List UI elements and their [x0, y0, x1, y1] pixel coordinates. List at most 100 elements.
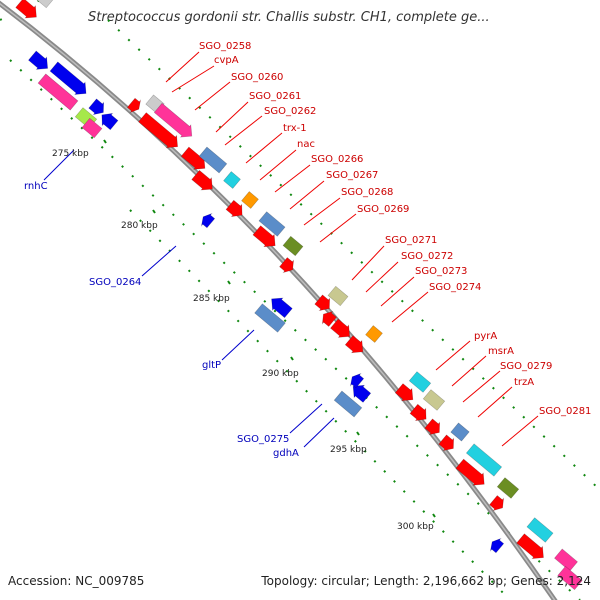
gene-label-sgo-0261[interactable]: SGO_0261 [249, 91, 301, 102]
gene-arrow[interactable] [282, 235, 304, 257]
gene-arrow[interactable] [313, 293, 334, 314]
leader-sgo-0269 [319, 213, 357, 243]
gene-arrow[interactable] [126, 97, 144, 116]
gene-label-sgo-0269[interactable]: SGO_0269 [357, 204, 409, 215]
gene-label-sgo-0273[interactable]: SGO_0273 [415, 266, 467, 277]
gene-arrow[interactable] [258, 211, 286, 237]
scale-tick-label: 295 kbp [330, 445, 367, 455]
gene-arrow[interactable] [422, 389, 446, 411]
gene-arrow[interactable] [241, 191, 259, 209]
gene-arrow[interactable] [137, 111, 183, 153]
gene-arrow[interactable] [365, 325, 383, 343]
scale-tick-label: 290 kbp [262, 369, 299, 379]
gene-arrow[interactable] [333, 390, 363, 418]
accession-text: Accession: NC_009785 [8, 574, 145, 588]
gene-arrow[interactable] [49, 60, 91, 99]
gene-arrow[interactable] [190, 169, 217, 195]
gene-arrow[interactable] [450, 422, 470, 442]
gene-arrow[interactable] [347, 371, 365, 390]
gene-arrow[interactable] [327, 285, 349, 307]
gene-arrow[interactable] [266, 293, 293, 319]
gene-arrow[interactable] [554, 548, 578, 572]
gene-arrow[interactable] [437, 433, 458, 454]
forward-labels [165, 51, 539, 447]
leader-sgo-0273 [380, 276, 415, 307]
scale-tick-mark [432, 513, 436, 518]
leader-rnhc [43, 149, 75, 181]
gene-label-msra[interactable]: msrA [488, 346, 514, 357]
leader-gdha [303, 417, 335, 448]
gene-label-sgo-0258[interactable]: SGO_0258 [199, 41, 251, 52]
gene-arrow[interactable] [496, 477, 520, 499]
gene-arrow[interactable] [423, 417, 444, 438]
gene-arrow[interactable] [254, 303, 286, 333]
gene-label-rnhc[interactable]: rnhC [24, 181, 48, 192]
gene-label-sgo-0262[interactable]: SGO_0262 [264, 106, 316, 117]
gene-arrow[interactable] [344, 334, 368, 358]
gene-label-nac[interactable]: nac [297, 139, 315, 150]
gene-arrow[interactable] [252, 224, 281, 252]
gene-arrow[interactable] [37, 73, 79, 111]
gene-arrow[interactable] [526, 517, 554, 543]
gene-arrow[interactable] [515, 532, 548, 564]
leader-sgo-0258 [165, 51, 200, 83]
gene-label-sgo-0264[interactable]: SGO_0264 [89, 277, 141, 288]
gene-label-gdha[interactable]: gdhA [273, 448, 299, 459]
leader-sgo-0260 [194, 81, 231, 111]
leader-trx-1 [245, 132, 283, 164]
gene-arrow[interactable] [394, 382, 418, 406]
gene-arrow[interactable] [153, 102, 197, 143]
gene-arrow[interactable] [27, 49, 53, 74]
gene-arrow[interactable] [278, 256, 297, 276]
gene-arrow[interactable] [97, 109, 120, 132]
gene-arrow[interactable] [198, 146, 228, 174]
leader-sgo-0264 [141, 245, 177, 277]
gene-arrow[interactable] [318, 308, 337, 328]
gene-arrow[interactable] [487, 536, 505, 555]
gene-label-sgo-0274[interactable]: SGO_0274 [429, 282, 481, 293]
gene-arrow[interactable] [33, 0, 55, 9]
leader-sgo-0275 [289, 403, 323, 434]
gene-arrow[interactable] [408, 371, 432, 393]
leader-nac [259, 149, 297, 181]
gene-label-sgo-0271[interactable]: SGO_0271 [385, 235, 437, 246]
gene-arrow[interactable] [198, 211, 216, 230]
scale-tick-mark [356, 431, 360, 436]
gene-arrow[interactable] [14, 0, 41, 23]
gene-label-sgo-0266[interactable]: SGO_0266 [311, 154, 363, 165]
gene-arrow[interactable] [329, 317, 355, 342]
reverse-labels [43, 149, 335, 448]
gene-arrow[interactable] [225, 199, 248, 222]
gene-arrow[interactable] [87, 97, 108, 118]
gene-arrow[interactable] [409, 403, 432, 426]
gene-arrow[interactable] [348, 380, 372, 404]
gene-arrow[interactable] [488, 494, 507, 514]
leader-pyra [435, 340, 471, 371]
gene-arrow[interactable] [557, 565, 583, 591]
gene-label-sgo-0275[interactable]: SGO_0275 [237, 434, 289, 445]
gene-label-gltp[interactable]: gltP [202, 360, 221, 371]
gene-label-pyra[interactable]: pyrA [474, 331, 497, 342]
gene-arrow[interactable] [223, 171, 241, 189]
gene-label-trx-1[interactable]: trx-1 [283, 123, 307, 134]
gene-arrow[interactable] [465, 443, 503, 477]
gene-label-sgo-0268[interactable]: SGO_0268 [341, 187, 393, 198]
gene-arrow[interactable] [455, 458, 490, 491]
leader-trza [477, 386, 513, 418]
gene-label-sgo-0260[interactable]: SGO_0260 [231, 72, 283, 83]
scale-tick-label: 285 kbp [193, 294, 230, 304]
guide-dot-line [107, 19, 600, 491]
leader-sgo-0279 [462, 370, 501, 403]
gene-label-sgo-0279[interactable]: SGO_0279 [500, 361, 552, 372]
gene-label-sgo-0272[interactable]: SGO_0272 [401, 251, 453, 262]
gene-label-sgo-0267[interactable]: SGO_0267 [326, 170, 378, 181]
scale-tick-label: 275 kbp [52, 149, 89, 159]
gene-arrow[interactable] [81, 117, 103, 139]
forward-label-texts: SGO_0258 cvpA SGO_0260 SGO_0261 SGO_0262… [199, 41, 591, 417]
gene-label-trza[interactable]: trzA [514, 377, 534, 388]
scale-ticks: 275 kbp 280 kbp 285 kbp 290 kbp 295 kbp … [52, 139, 436, 532]
gene-label-cvpa[interactable]: cvpA [214, 55, 239, 66]
genome-title: Streptococcus gordonii str. Challis subs… [88, 10, 490, 25]
gene-label-sgo-0281[interactable]: SGO_0281 [539, 406, 591, 417]
